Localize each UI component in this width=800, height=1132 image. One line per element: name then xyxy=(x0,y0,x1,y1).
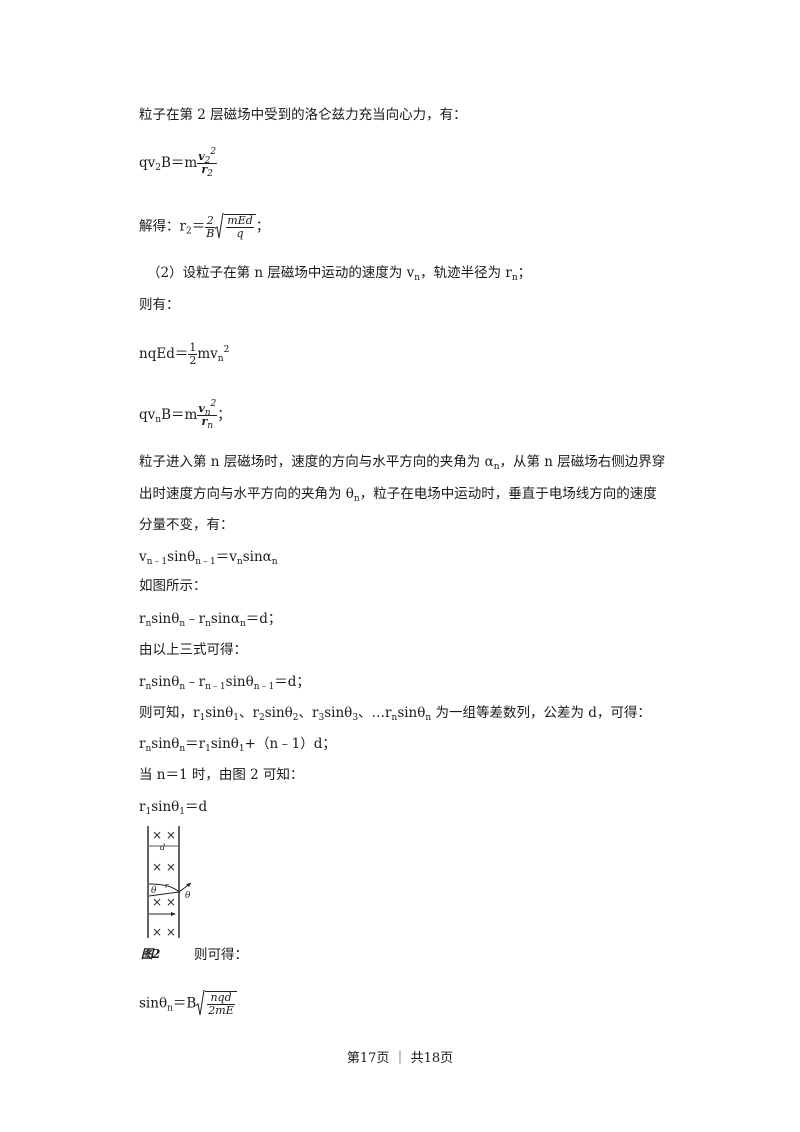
text-line: 分量不变，有： xyxy=(139,517,234,533)
text-line: 粒子在第 2 层磁场中受到的洛仑兹力充当向心力，有： xyxy=(139,107,467,123)
formula-line: r1sinθ1＝d xyxy=(139,799,208,817)
text-line: 出时速度方向与水平方向的夹角为 θn，粒子在电场中运动时，垂直于电场线方向的速度 xyxy=(139,486,657,504)
exit-angle-label: θ xyxy=(185,891,191,901)
text-line: 则可得： xyxy=(194,947,248,963)
formula-line: vn﹣1sinθn﹣1＝vnsinαn xyxy=(139,549,278,567)
text-line: 则可知，r1sinθ1、r2sinθ2、r3sinθ3、…rnsinθn 为一组… xyxy=(139,705,651,723)
width-label: d xyxy=(160,843,165,852)
text-line: 由以上三式可得： xyxy=(139,642,247,658)
field-cross-mark: × × xyxy=(152,860,176,874)
figure-label: 图2 xyxy=(141,947,160,961)
field-cross-mark: × × xyxy=(152,828,176,842)
arrow-head xyxy=(186,883,191,887)
field-cross-mark: × × xyxy=(152,895,176,909)
trajectory-arc xyxy=(148,883,180,893)
theta-label: θ xyxy=(151,886,157,896)
radius-line xyxy=(148,891,180,897)
text-line: 粒子进入第 n 层磁场时，速度的方向与水平方向的夹角为 αn，从第 n 层磁场右… xyxy=(139,454,666,472)
text-line: 当 n＝1 时，由图 2 可知： xyxy=(139,767,304,783)
magnetic-layer-figure: × × d × × r θ θ × × × × xyxy=(147,826,192,938)
radius-label: r xyxy=(165,882,169,890)
page-footer: 第17页 ｜ 共18页 xyxy=(346,1051,454,1066)
formula-line: rnsinθn＝r1sinθ1+（n﹣1）d； xyxy=(139,736,336,754)
text-line: 则有： xyxy=(139,297,180,313)
formula-line: rnsinθn﹣rn﹣1sinθn﹣1＝d； xyxy=(139,674,310,692)
arrow-head xyxy=(171,912,176,916)
formula-line: rnsinθn﹣rnsinαn＝d； xyxy=(139,611,282,629)
text-line: 如图所示： xyxy=(139,578,207,594)
field-cross-mark: × × xyxy=(152,925,176,938)
text-line: （2）设粒子在第 n 层磁场中运动的速度为 vn，轨迹半径为 rn； xyxy=(147,265,532,283)
